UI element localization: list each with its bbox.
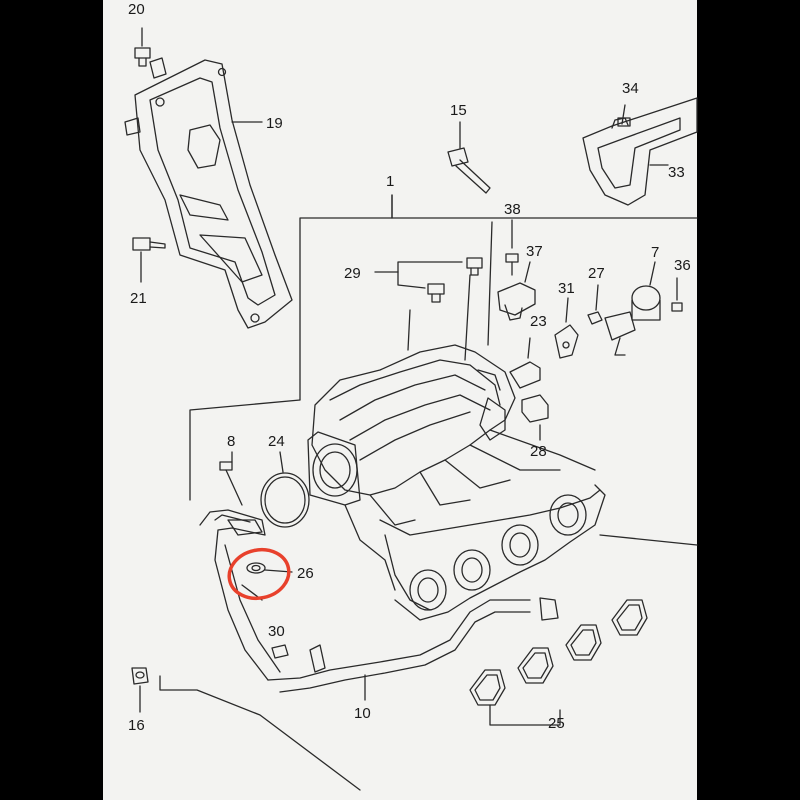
label-26: 26 (297, 565, 314, 582)
label-21: 21 (130, 290, 147, 307)
label-30: 30 (268, 623, 285, 640)
valve-7 (604, 261, 661, 356)
bolts-29 (427, 257, 483, 303)
label-36: 36 (674, 257, 691, 274)
label-1: 1 (386, 173, 394, 190)
left-frame-edge (0, 0, 103, 800)
label-16: 16 (128, 717, 145, 734)
label-28: 28 (530, 443, 547, 460)
sensor-23 (509, 337, 541, 389)
label-23: 23 (530, 313, 547, 330)
label-29: 29 (344, 265, 361, 282)
bolt-8 (219, 451, 243, 506)
pipe-10 (267, 597, 559, 701)
gasket-24 (260, 451, 310, 528)
label-7: 7 (651, 244, 659, 261)
highlight-circle (227, 547, 291, 601)
label-25: 25 (548, 715, 565, 732)
nut-27 (587, 284, 603, 325)
bolt-34 (617, 117, 631, 127)
label-19: 19 (266, 115, 283, 132)
diagram-sheet (103, 0, 697, 800)
label-33: 33 (668, 164, 685, 181)
screw-38 (505, 219, 519, 276)
label-10: 10 (354, 705, 371, 722)
bracket-31 (554, 297, 579, 359)
bracket-33 (582, 97, 698, 206)
label-15: 15 (450, 102, 467, 119)
washer-26 (246, 562, 293, 574)
gaskets-25 (469, 599, 648, 726)
bolt-20 (134, 27, 151, 67)
callout-labels: 20 19 21 15 1 34 33 38 37 7 36 29 31 27 … (128, 1, 691, 734)
label-20: 20 (128, 1, 145, 18)
label-24: 24 (268, 433, 285, 450)
bracket-19 (124, 57, 293, 329)
nut-16 (131, 667, 149, 713)
label-38: 38 (504, 201, 521, 218)
bolt-21 (132, 237, 166, 283)
label-37: 37 (526, 243, 543, 260)
label-27: 27 (588, 265, 605, 282)
right-frame-edge (697, 0, 800, 800)
label-34: 34 (622, 80, 639, 97)
sensor-28 (521, 394, 549, 441)
pipe-30 (199, 509, 281, 681)
bolt-15 (447, 121, 491, 194)
label-8: 8 (227, 433, 235, 450)
bolt-36 (671, 277, 683, 312)
label-31: 31 (558, 280, 575, 297)
intake-manifold-1 (307, 344, 606, 621)
sensor-37 (497, 261, 536, 321)
